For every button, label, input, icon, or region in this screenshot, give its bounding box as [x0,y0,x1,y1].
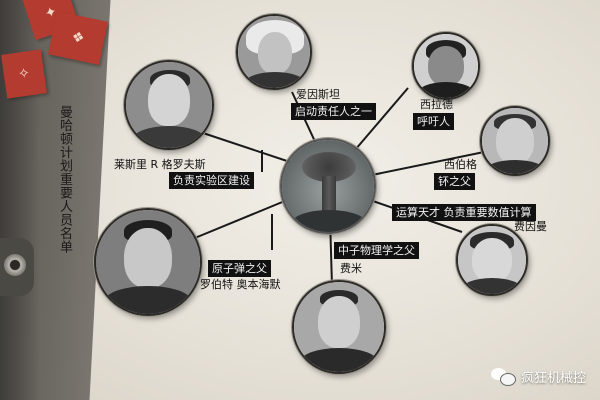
fermi-name: 费米 [340,262,362,275]
groves-name: 莱斯里 R 格罗夫斯 [114,158,206,171]
groves-photo [124,60,214,150]
oppenheimer-photo [94,208,202,316]
footer-watermark: 疯狂机械控 [490,367,586,386]
oppenheimer-name: 罗伯特 奥本海默 [200,278,281,291]
mushroom-cloud-photo [280,138,376,234]
wechat-icon [490,367,516,386]
szilard-role: 呼吁人 [413,113,454,130]
feynman-role: 运算天才 负责重要数值计算 [392,204,536,221]
feynman-photo [456,224,528,296]
fermi-role: 中子物理学之父 [334,242,419,259]
page-title: 曼哈顿计划重要人员名单 [57,105,72,254]
folder-grommet [0,238,34,296]
szilard-photo [412,32,480,100]
feynman-name: 费因曼 [514,220,547,233]
seaborg-name: 西伯格 [444,158,477,171]
einstein-photo [236,14,312,90]
oppenheimer-role: 原子弹之父 [208,260,271,277]
seaborg-photo [480,106,550,176]
seaborg-role: 钚之父 [434,173,475,190]
groves-role: 负责实验区建设 [169,172,254,189]
szilard-name: 西拉德 [420,98,453,111]
einstein-name: 爱因斯坦 [296,88,340,101]
account-name: 疯狂机械控 [520,371,586,386]
einstein-role: 启动责任人之一 [291,103,376,120]
fermi-photo [292,280,386,374]
